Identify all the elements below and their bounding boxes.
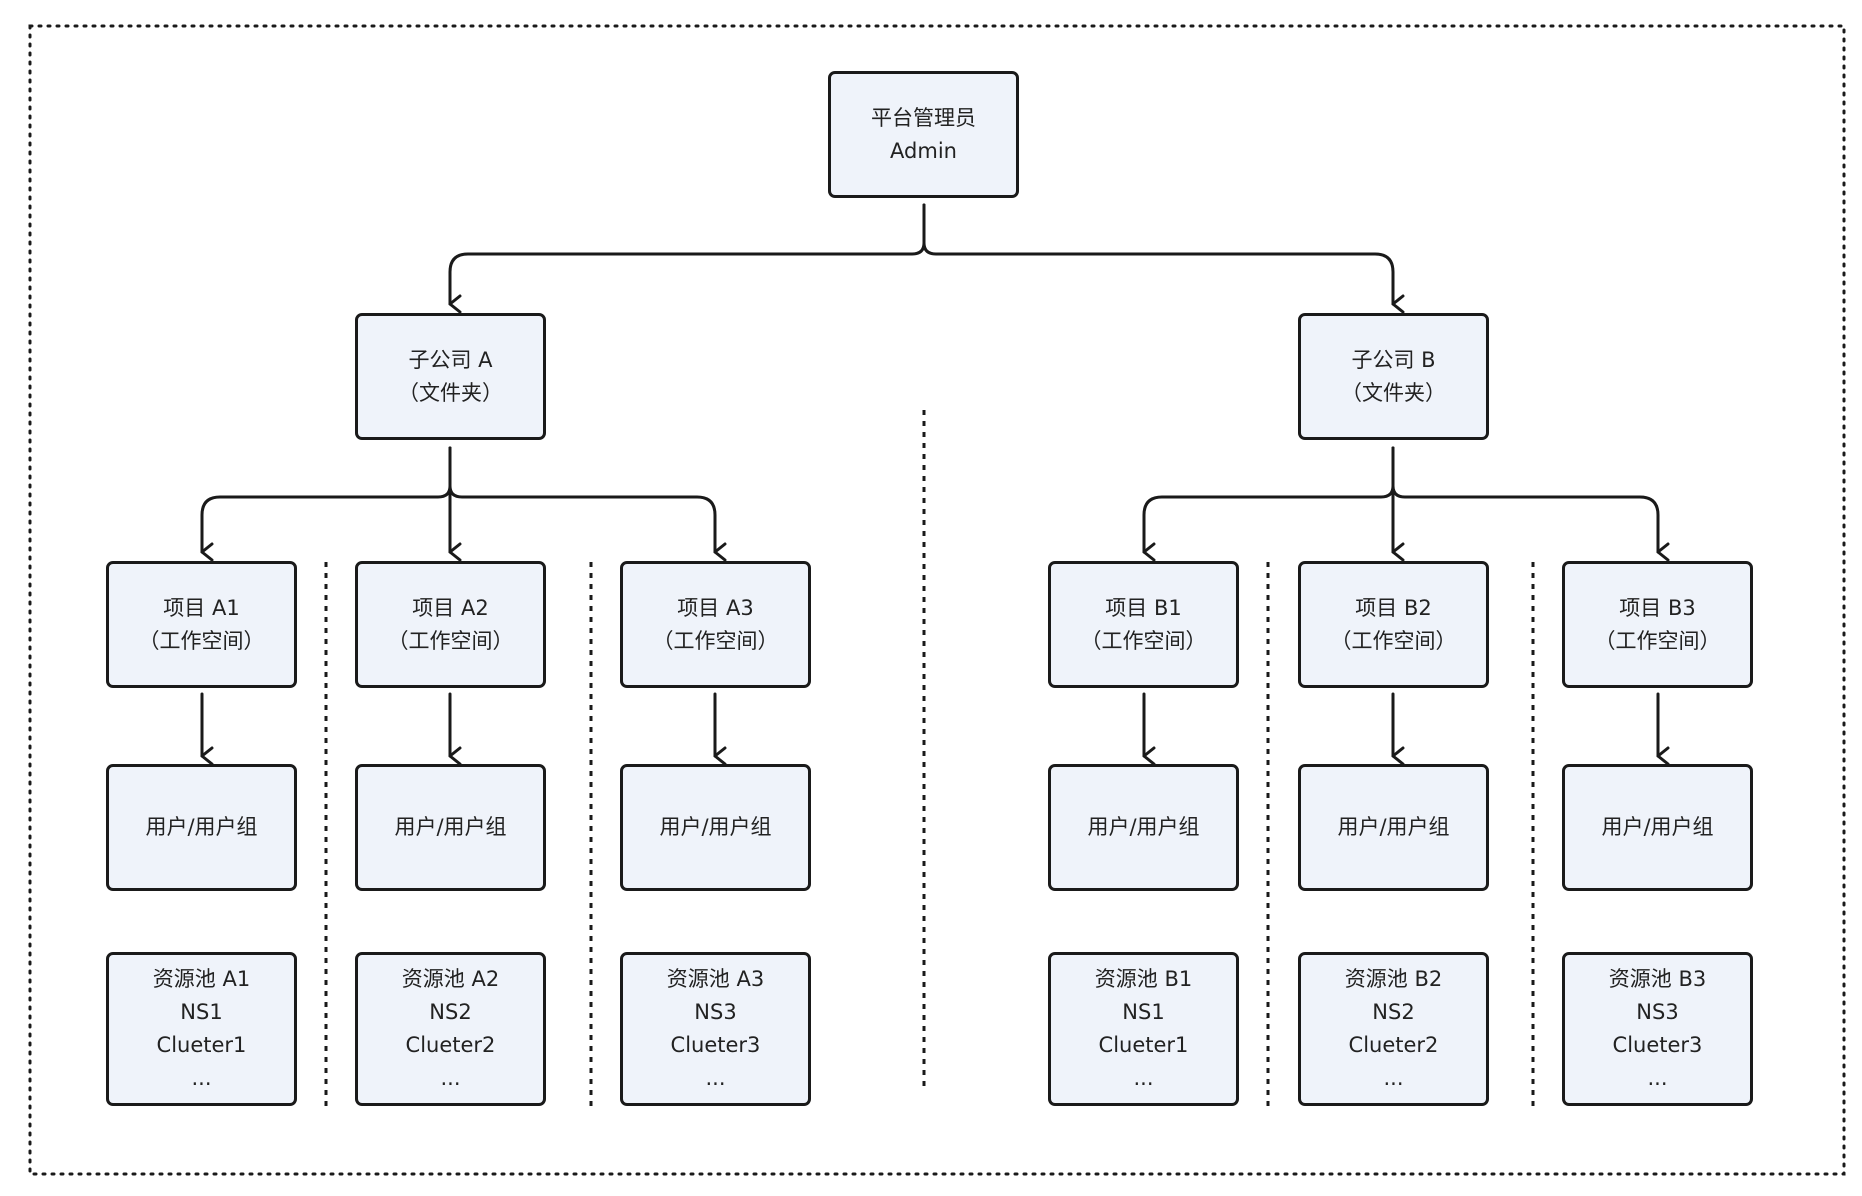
resource-pool-a2-cluster: Clueter2: [405, 1033, 496, 1057]
resource-pool-b1-cluster: Clueter1: [1098, 1033, 1189, 1057]
project-a2-type: （工作空间）: [387, 628, 514, 653]
users-b1-label: 用户/用户组: [1087, 815, 1200, 839]
project-a2-title: 项目 A2: [412, 595, 489, 620]
resource-pool-a1-namespace: NS1: [180, 1000, 223, 1024]
project-b3-title: 项目 B3: [1619, 595, 1696, 620]
users-b3-node: 用户/用户组: [1562, 764, 1753, 891]
resource-pool-a3-namespace: NS3: [694, 1000, 737, 1024]
users-a3-node: 用户/用户组: [620, 764, 811, 891]
users-b2-label: 用户/用户组: [1337, 815, 1450, 839]
resource-pool-b2-more: ...: [1383, 1066, 1404, 1090]
connector-subsidiary-a-to-project-a1: [200, 446, 452, 562]
resource-pool-b3-node: 资源池 B3 NS3 Clueter3 ...: [1562, 952, 1753, 1106]
project-a3-title: 项目 A3: [677, 595, 754, 620]
project-a3-type: （工作空间）: [652, 628, 779, 653]
connector-lines: [200, 203, 1670, 766]
subsidiary-a-node: 子公司 A （文件夹）: [355, 313, 546, 440]
project-b3-type: （工作空间）: [1594, 628, 1721, 653]
connector-subsidiary-b-to-project-b3: [1391, 446, 1670, 562]
resource-pool-a2-node: 资源池 A2 NS2 Clueter2 ...: [355, 952, 546, 1106]
resource-pool-a1-more: ...: [191, 1066, 212, 1090]
root-title: 平台管理员: [871, 105, 976, 130]
subsidiary-b-type: （文件夹）: [1341, 380, 1446, 405]
resource-pool-a3-node: 资源池 A3 NS3 Clueter3 ...: [620, 952, 811, 1106]
resource-pool-b3-namespace: NS3: [1636, 1000, 1679, 1024]
project-b1-type: （工作空间）: [1080, 628, 1207, 653]
connector-root-to-subsidiary-a: [448, 203, 926, 314]
project-b2-type: （工作空间）: [1330, 628, 1457, 653]
resource-pool-b3-cluster: Clueter3: [1612, 1033, 1703, 1057]
subsidiary-b-node: 子公司 B （文件夹）: [1298, 313, 1489, 440]
users-a1-node: 用户/用户组: [106, 764, 297, 891]
connector-subsidiary-b-to-project-b1: [1142, 446, 1395, 562]
resource-pool-a1-title: 资源池 A1: [152, 967, 251, 991]
resource-pool-b1-more: ...: [1133, 1066, 1154, 1090]
project-b2-node: 项目 B2 （工作空间）: [1298, 561, 1489, 688]
project-a1-node: 项目 A1 （工作空间）: [106, 561, 297, 688]
resource-pool-a3-more: ...: [705, 1066, 726, 1090]
users-a2-node: 用户/用户组: [355, 764, 546, 891]
resource-pool-b2-title: 资源池 B2: [1344, 967, 1443, 991]
users-b1-node: 用户/用户组: [1048, 764, 1239, 891]
users-b2-node: 用户/用户组: [1298, 764, 1489, 891]
connector-root-to-subsidiary-b: [922, 203, 1405, 314]
resource-pool-a1-cluster: Clueter1: [156, 1033, 247, 1057]
resource-pool-b1-title: 资源池 B1: [1094, 967, 1193, 991]
subsidiary-b-title: 子公司 B: [1351, 347, 1436, 372]
connector-subsidiary-a-to-project-a3: [448, 446, 727, 562]
resource-pool-b2-cluster: Clueter2: [1348, 1033, 1439, 1057]
project-a3-node: 项目 A3 （工作空间）: [620, 561, 811, 688]
subsidiary-a-type: （文件夹）: [398, 380, 503, 405]
resource-pool-b1-node: 资源池 B1 NS1 Clueter1 ...: [1048, 952, 1239, 1106]
subsidiary-a-title: 子公司 A: [408, 347, 493, 372]
project-a1-type: （工作空间）: [138, 628, 265, 653]
project-a2-node: 项目 A2 （工作空间）: [355, 561, 546, 688]
resource-pool-b2-node: 资源池 B2 NS2 Clueter2 ...: [1298, 952, 1489, 1106]
resource-pool-b2-namespace: NS2: [1372, 1000, 1415, 1024]
separator-lines: [324, 410, 1535, 1106]
resource-pool-b3-more: ...: [1647, 1066, 1668, 1090]
project-b2-title: 项目 B2: [1355, 595, 1432, 620]
project-b1-title: 项目 B1: [1105, 595, 1182, 620]
resource-pool-b1-namespace: NS1: [1122, 1000, 1165, 1024]
outer-dotted-frame: [28, 24, 1846, 1176]
resource-pool-a1-node: 资源池 A1 NS1 Clueter1 ...: [106, 952, 297, 1106]
users-a3-label: 用户/用户组: [659, 815, 772, 839]
resource-pool-a2-namespace: NS2: [429, 1000, 472, 1024]
project-b3-node: 项目 B3 （工作空间）: [1562, 561, 1753, 688]
project-a1-title: 项目 A1: [163, 595, 240, 620]
resource-pool-a3-cluster: Clueter3: [670, 1033, 761, 1057]
resource-pool-a2-more: ...: [440, 1066, 461, 1090]
root-node-admin: 平台管理员 Admin: [828, 71, 1019, 198]
users-a1-label: 用户/用户组: [145, 815, 258, 839]
users-b3-label: 用户/用户组: [1601, 815, 1714, 839]
resource-pool-a3-title: 资源池 A3: [666, 967, 765, 991]
project-b1-node: 项目 B1 （工作空间）: [1048, 561, 1239, 688]
root-subtitle: Admin: [890, 138, 957, 163]
users-a2-label: 用户/用户组: [394, 815, 507, 839]
resource-pool-a2-title: 资源池 A2: [401, 967, 500, 991]
resource-pool-b3-title: 资源池 B3: [1608, 967, 1707, 991]
